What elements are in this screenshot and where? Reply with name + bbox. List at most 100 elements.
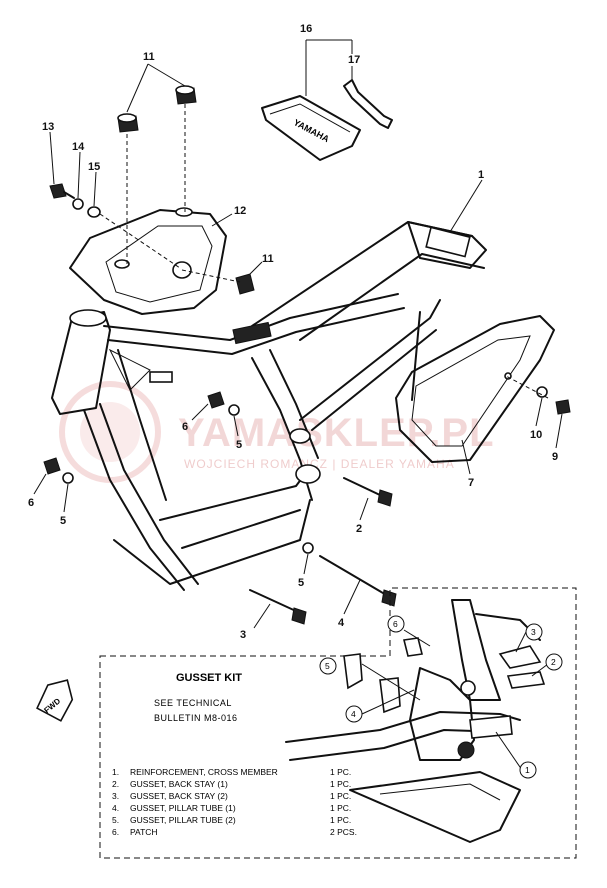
callout-9: 10	[530, 429, 542, 441]
cradle-bottom-rail	[113, 499, 311, 585]
down-tube-front	[83, 409, 185, 591]
leader-9	[535, 397, 543, 427]
leader-lines	[33, 39, 563, 629]
inset-callout-6: 6	[393, 619, 398, 629]
list-qty: 1 PC.	[330, 767, 351, 777]
inset-gusset-back-stay-2	[498, 645, 542, 669]
inset-callout-circle	[525, 623, 543, 641]
pivot-boss-upper	[289, 428, 311, 444]
callout-13: 13	[42, 121, 54, 133]
callout-14: 14	[72, 141, 85, 153]
callout-16: 16	[300, 23, 312, 35]
list-name: GUSSET, PILLAR TUBE (2)	[130, 815, 236, 825]
top-tube-lower-edge	[107, 307, 405, 355]
list-num: 3.	[112, 791, 119, 801]
watermark-brand: YAMASKLEP.PL	[178, 411, 495, 455]
inset-callout-circle	[345, 705, 363, 723]
inset-pillar-tube	[451, 599, 501, 701]
seat-rail-right	[299, 253, 485, 341]
inset-callout-1: 1	[525, 765, 530, 775]
wrench-17	[343, 79, 393, 129]
grommet-11b-top	[175, 85, 195, 95]
inset-skid-plate	[349, 771, 521, 843]
callout-10: 11	[262, 253, 274, 265]
side-cover-right-inner	[411, 335, 531, 447]
rear-upright	[411, 311, 421, 401]
steering-head-top	[69, 309, 107, 327]
watermark-dealer: WOJCIECH ROMANCZ | DEALER YAMAHA	[184, 457, 455, 471]
washer-5-bottom	[302, 542, 314, 554]
leader-14	[77, 151, 81, 199]
down-tube-inner	[117, 349, 167, 501]
inset-skid-plate-edge	[379, 783, 501, 801]
bolt-4-head	[381, 589, 397, 607]
fasteners	[43, 85, 571, 625]
leader-4	[343, 579, 361, 615]
callouts: 11 16 17 13 14 15 12 11 1 7 9 10 6 5 6 5…	[28, 23, 558, 641]
leader-13	[49, 131, 55, 185]
leader-16-bracket	[305, 39, 353, 96]
leader-15	[93, 171, 97, 207]
gusset-kit-border	[99, 587, 577, 859]
side-cover-right-outline	[395, 315, 555, 463]
leader-6-upper	[191, 403, 209, 421]
side-cover-left-outline	[69, 209, 227, 315]
gusset-kit-list: 1. REINFORCEMENT, CROSS MEMBER 1 PC. 2. …	[112, 767, 357, 837]
nut-6-lower	[43, 457, 61, 475]
washer-9	[536, 386, 548, 398]
list-qty: 1 PC.	[330, 803, 351, 813]
tool-kit: YAMAHA	[261, 79, 393, 161]
list-name: PATCH	[130, 827, 158, 837]
callout-3: 3	[240, 629, 246, 641]
leader-9-dash	[505, 375, 549, 399]
inset-patch	[403, 637, 423, 657]
skid-plate-edge	[181, 509, 301, 549]
callout-6-lower: 6	[28, 497, 34, 509]
list-num: 2.	[112, 779, 119, 789]
inset-callout-circle	[387, 615, 405, 633]
watermark: YAMASKLEP.PL WOJCIECH ROMANCZ | DEALER Y…	[59, 381, 495, 483]
bolt-3-shank	[249, 589, 299, 613]
back-stay-left	[299, 299, 441, 421]
inset-leader-3	[515, 631, 527, 653]
list-qty: 1 PC.	[330, 779, 351, 789]
list-name: GUSSET, BACK STAY (2)	[130, 791, 228, 801]
leader-1	[449, 179, 483, 233]
leader-11b	[147, 63, 186, 87]
list-qty: 1 PC.	[330, 791, 351, 801]
steering-head-tube	[51, 311, 111, 415]
callout-6-upper: 6	[182, 421, 188, 433]
inset-callout-circle	[319, 657, 337, 675]
gusset-kit-inset-drawing	[285, 599, 549, 843]
inset-leader-4	[361, 689, 415, 715]
list-name: REINFORCEMENT, CROSS MEMBER	[130, 767, 278, 777]
side-cover-left-lower-hole	[114, 259, 130, 269]
list-name: GUSSET, PILLAR TUBE (1)	[130, 803, 236, 813]
list-num: 6.	[112, 827, 119, 837]
rear-cross-member-plate	[425, 226, 471, 258]
seat-pillar-tube-edge	[269, 349, 319, 459]
tool-bag-16	[261, 95, 361, 161]
leader-5-bottom	[303, 553, 309, 575]
inset-pivot-lower	[457, 741, 475, 759]
side-cover-left-grommet-hole	[175, 207, 193, 217]
gusset-kit-note-line2: BULLETIN M8-016	[154, 713, 238, 723]
tool-bag-brand: YAMAHA	[292, 117, 331, 144]
rear-cross-member	[407, 221, 487, 269]
inset-reinforcement-cross-member	[469, 715, 513, 739]
bolt-2-head	[377, 489, 393, 507]
leader-3	[253, 603, 271, 629]
damper-10	[235, 273, 255, 295]
callout-1: 1	[478, 169, 484, 181]
leader-10	[249, 261, 263, 275]
side-cover-left-inner	[105, 225, 213, 303]
washer-14	[72, 198, 84, 210]
inset-callout-5: 5	[325, 661, 330, 671]
side-cover-right	[395, 315, 555, 463]
gusset-kit-title: GUSSET KIT	[176, 672, 242, 684]
nut-6-upper	[207, 391, 225, 409]
head-gusset	[108, 348, 151, 391]
head-bracket	[149, 371, 173, 383]
washer-5-lower	[62, 472, 74, 484]
bolt-13	[49, 183, 67, 199]
